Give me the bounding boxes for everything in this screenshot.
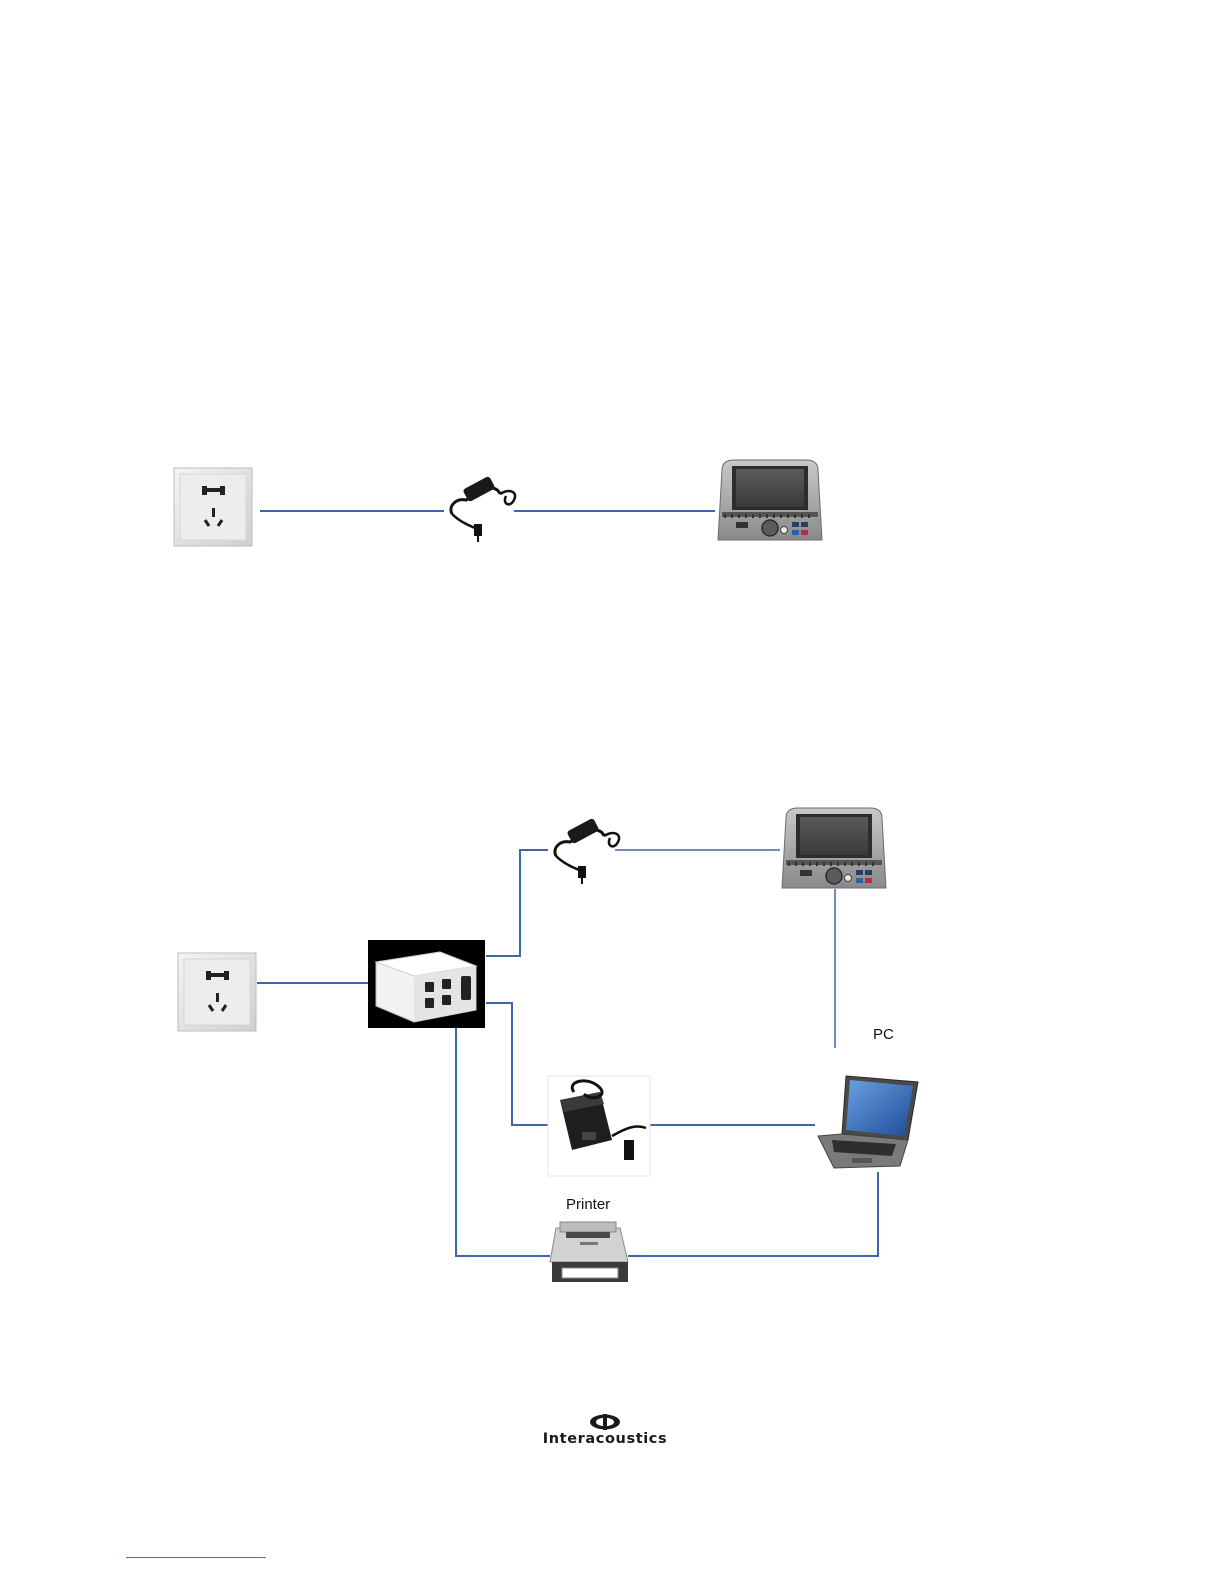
isolation-transformer-icon — [368, 940, 485, 1028]
wire-transformer-to-power-supply — [486, 1003, 548, 1125]
audiometer-icon — [782, 808, 886, 888]
audiometer-icon — [718, 460, 822, 540]
interacoustics-logo-icon — [590, 1414, 620, 1430]
wall-socket-icon — [178, 953, 256, 1031]
wire-transformer-to-printer — [456, 1028, 550, 1256]
logo-text: Interacoustics — [543, 1431, 667, 1447]
top-diagram — [174, 460, 822, 546]
power-adapter-icon — [555, 818, 619, 884]
pc-label: PC — [873, 1026, 894, 1043]
footnote-separator — [126, 1557, 266, 1558]
printer-label: Printer — [566, 1196, 610, 1213]
interacoustics-logo: Interacoustics — [543, 1414, 667, 1447]
wire-printer-to-laptop — [628, 1172, 878, 1256]
power-adapter-icon — [451, 476, 515, 542]
wire-transformer-to-adapter — [486, 850, 548, 956]
power-supply-icon — [548, 1076, 650, 1176]
wall-socket-icon — [174, 468, 252, 546]
bottom-diagram: PC Printer — [178, 808, 923, 1282]
printer-icon — [550, 1222, 628, 1282]
laptop-icon — [815, 1052, 923, 1170]
